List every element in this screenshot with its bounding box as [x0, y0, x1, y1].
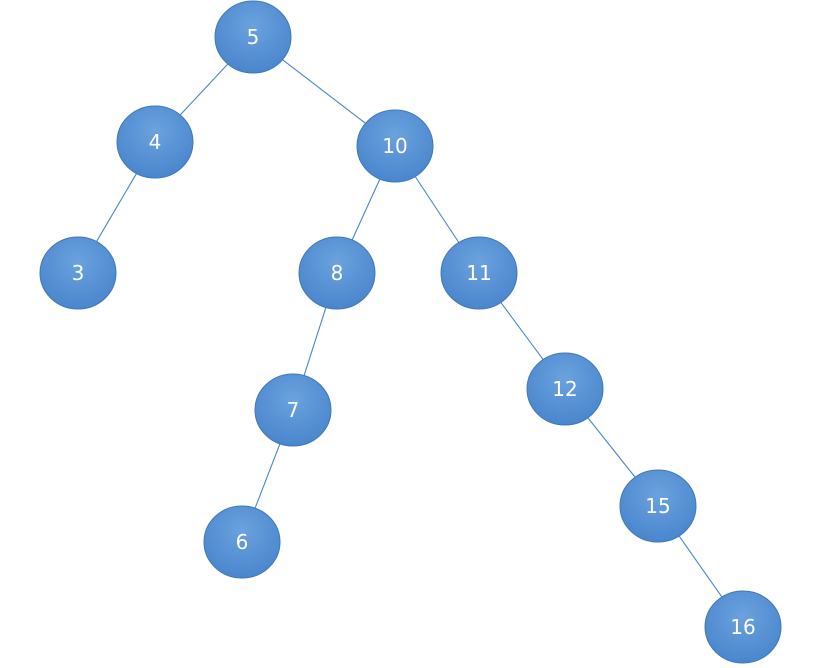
- edge-n10-n11: [414, 176, 460, 243]
- node-label: 16: [730, 615, 755, 639]
- edge-n15-n16: [678, 535, 723, 598]
- node-circle: [203, 505, 281, 579]
- node-circle: [704, 590, 782, 664]
- node-label: 6: [236, 530, 249, 554]
- node-label: 15: [645, 494, 670, 518]
- node-circle: [214, 0, 292, 74]
- tree-node-6: 6: [203, 505, 281, 579]
- node-label: 3: [72, 261, 85, 285]
- edge-n5-n10: [282, 59, 366, 124]
- node-circle: [356, 109, 434, 183]
- node-circle: [39, 236, 117, 310]
- node-label: 5: [247, 25, 260, 49]
- node-circle: [526, 352, 604, 426]
- tree-node-5: 5: [214, 0, 292, 74]
- tree-node-4: 4: [116, 105, 194, 179]
- node-label: 11: [466, 261, 491, 285]
- tree-node-11: 11: [440, 236, 518, 310]
- tree-node-7: 7: [254, 373, 332, 447]
- edges-layer: [96, 59, 723, 598]
- node-label: 4: [149, 130, 162, 154]
- node-circle: [440, 236, 518, 310]
- node-circle: [298, 236, 376, 310]
- nodes-layer: 5 4 10 3 8 11 7 12 6 15 16: [39, 0, 782, 664]
- edge-n11-n12: [500, 302, 544, 360]
- node-label: 8: [331, 261, 344, 285]
- node-circle: [619, 469, 697, 543]
- node-label: 12: [552, 377, 577, 401]
- tree-node-10: 10: [356, 109, 434, 183]
- node-label: 7: [287, 398, 300, 422]
- tree-node-12: 12: [526, 352, 604, 426]
- node-label: 10: [382, 134, 407, 158]
- node-circle: [116, 105, 194, 179]
- tree-node-3: 3: [39, 236, 117, 310]
- tree-node-16: 16: [704, 590, 782, 664]
- edge-n5-n4: [179, 63, 229, 116]
- tree-node-15: 15: [619, 469, 697, 543]
- tree-node-8: 8: [298, 236, 376, 310]
- node-circle: [254, 373, 332, 447]
- edge-n4-n3: [96, 173, 137, 242]
- edge-n10-n8: [351, 178, 381, 241]
- edge-n12-n15: [587, 417, 636, 478]
- edge-n7-n6: [254, 443, 281, 509]
- edge-n8-n7: [303, 307, 327, 376]
